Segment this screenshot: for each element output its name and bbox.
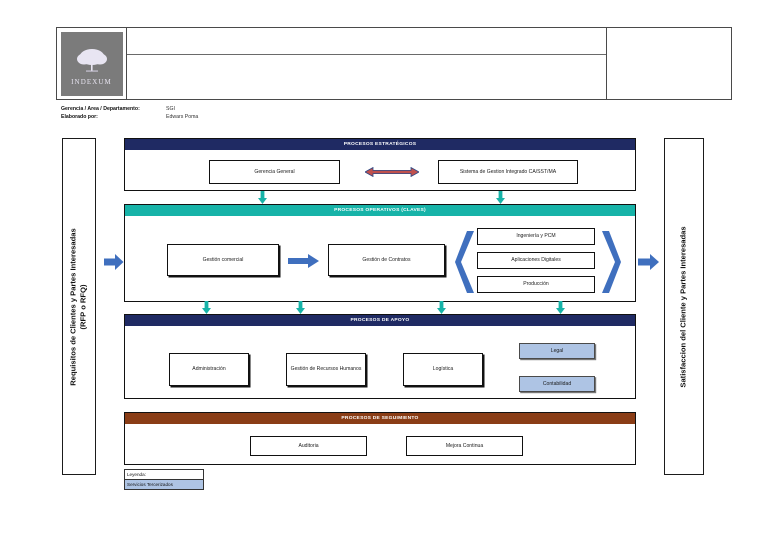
process-box-mejora-continua[interactable]: Mejora Continua	[406, 436, 523, 456]
header-title-field	[127, 28, 606, 55]
band-procesos-apoyo: PROCESOS DE APOYO Administración Gestión…	[124, 314, 636, 399]
output-satisfaction-label: Satisfaccion del Cliente y Partes Intere…	[679, 225, 689, 388]
meta-label-department: Gerencia / Area / Departamento:	[61, 106, 140, 112]
process-box-gerencia-general[interactable]: Gerencia General	[209, 160, 340, 184]
band-procesos-seguimiento: PROCESOS DE SEGUIMIENTO Auditoria Mejora…	[124, 412, 636, 465]
document-meta: Gerencia / Area / Departamento: SGI Elab…	[61, 106, 198, 121]
input-requirements-panel: Requisitos de Clientes y Partes Interesa…	[62, 138, 96, 475]
bracket-left-icon	[455, 231, 474, 293]
legend-box: Leyenda: Servicios Tercerizados	[124, 469, 204, 490]
band-title-apoyo: PROCESOS DE APOYO	[125, 315, 635, 326]
process-box-gestion-recursos-humanos[interactable]: Gestión de Recursos Humanos	[286, 353, 366, 386]
process-box-aplicaciones-digitales[interactable]: Aplicaciones Digitales	[477, 252, 595, 269]
header-right-cell	[607, 28, 731, 99]
process-box-logistica[interactable]: Logística	[403, 353, 483, 386]
process-box-sistema-gestion-integrado[interactable]: Sistema de Gestion Integrado CA/SST/MA	[438, 160, 578, 184]
process-box-auditoria[interactable]: Auditoria	[250, 436, 367, 456]
band-title-estrategicos: PROCESOS ESTRATÉGICOS	[125, 139, 635, 150]
process-box-contabilidad[interactable]: Contabilidad	[519, 376, 595, 392]
flow-arrow-down-icon	[258, 191, 267, 204]
logo-wordmark: INDEXUM	[71, 77, 112, 86]
process-box-legal[interactable]: Legal	[519, 343, 595, 359]
legend-title: Leyenda:	[127, 472, 146, 477]
flow-arrow-down-icon	[437, 301, 446, 314]
bracket-right-icon	[602, 231, 621, 293]
tree-icon	[76, 48, 107, 72]
output-satisfaction-panel: Satisfaccion del Cliente y Partes Intere…	[664, 138, 704, 475]
output-flow-arrow-icon	[638, 254, 659, 270]
input-requirements-label: Requisitos de Clientes y Partes Interesa…	[69, 228, 89, 385]
flow-arrow-down-icon	[296, 301, 305, 314]
band-title-operativos: PROCESOS OPERATIVOS (CLAVES)	[125, 205, 635, 216]
input-requirements-line1: Requisitos de Clientes y Partes Interesa…	[69, 227, 78, 386]
meta-row-department: Gerencia / Area / Departamento: SGI	[61, 106, 198, 114]
flow-arrow-down-icon	[496, 191, 505, 204]
process-box-ingenieria-pcm[interactable]: Ingeniería y PCM	[477, 228, 595, 245]
legend-item-servicios-tercerizados: Servicios Tercerizados	[125, 479, 203, 489]
band-procesos-operativos: PROCESOS OPERATIVOS (CLAVES) Gestión com…	[124, 204, 636, 302]
band-procesos-estrategicos: PROCESOS ESTRATÉGICOS Gerencia General S…	[124, 138, 636, 191]
input-requirements-line2: (RFP o RFQ)	[79, 284, 88, 329]
meta-label-author: Elaborado por:	[61, 113, 98, 120]
band-title-seguimiento: PROCESOS DE SEGUIMIENTO	[125, 413, 635, 424]
header-logo-cell: INDEXUM	[57, 28, 127, 99]
header-subtitle-field	[127, 55, 606, 99]
header-middle-cell	[127, 28, 607, 99]
meta-value-department: SGI	[166, 106, 175, 112]
flow-arrow-down-icon	[202, 301, 211, 314]
company-logo: INDEXUM	[60, 31, 123, 96]
process-box-gestion-contratos[interactable]: Gestión de Contratos	[328, 244, 445, 276]
process-box-produccion[interactable]: Producción	[477, 276, 595, 293]
header-table: INDEXUM	[56, 27, 732, 100]
flow-arrow-down-icon	[556, 301, 565, 314]
input-flow-arrow-icon	[104, 254, 124, 270]
meta-row-author: Elaborado por: Edwars Poma	[61, 114, 198, 122]
process-box-administracion[interactable]: Administración	[169, 353, 249, 386]
process-box-gestion-comercial[interactable]: Gestión comercial	[167, 244, 279, 276]
process-flow-arrow-icon	[288, 254, 319, 268]
meta-value-author: Edwars Poma	[166, 113, 199, 120]
red-double-arrow-icon	[365, 167, 419, 177]
